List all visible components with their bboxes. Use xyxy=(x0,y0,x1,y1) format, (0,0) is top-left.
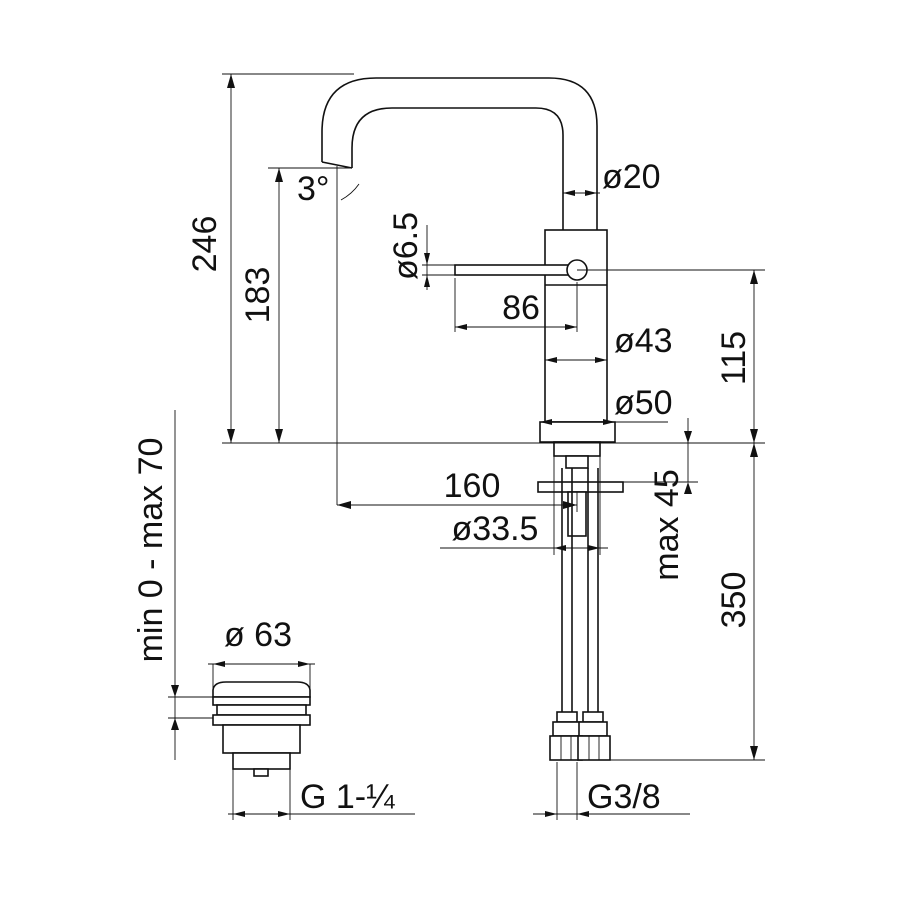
faucet-drawing xyxy=(321,77,624,761)
label-lever-length: 86 xyxy=(502,289,540,327)
label-spout-angle: 3° xyxy=(297,170,330,208)
base-flange xyxy=(539,421,616,443)
waste-valve-drawing xyxy=(212,681,311,777)
label-lever-height: 115 xyxy=(715,331,753,385)
lever-handle xyxy=(454,264,576,276)
label-waste-adjustment: min 0 - max 70 xyxy=(132,438,170,663)
dimension-labels: 246 183 3° ø20 ø6.5 86 ø43 ø50 115 160 ø… xyxy=(132,158,753,816)
label-max-deck-thickness: max 45 xyxy=(648,469,686,581)
fixing-washer xyxy=(537,481,624,493)
label-body-diameter-upper: ø43 xyxy=(614,322,673,360)
label-hose-thread: G3/8 xyxy=(587,778,661,816)
label-waste-diameter: ø 63 xyxy=(224,616,292,654)
faucet-body xyxy=(544,229,608,423)
label-spout-tube-diameter: ø20 xyxy=(602,158,661,196)
spout-tube xyxy=(321,77,598,230)
label-hose-length: 350 xyxy=(715,572,753,629)
label-body-diameter-base: ø50 xyxy=(614,384,673,422)
spout-tube-inner xyxy=(351,107,564,230)
hose-connectors xyxy=(549,711,611,761)
label-fixing-diameter: ø33.5 xyxy=(452,510,539,548)
waste-cap xyxy=(212,681,311,698)
label-overall-height: 246 xyxy=(186,216,224,273)
label-lever-diameter: ø6.5 xyxy=(387,212,425,280)
label-waste-thread: G 1-¼ xyxy=(300,778,395,816)
dimension-lines xyxy=(168,73,765,820)
label-spout-height: 183 xyxy=(239,267,277,324)
label-spout-reach: 160 xyxy=(444,467,501,505)
